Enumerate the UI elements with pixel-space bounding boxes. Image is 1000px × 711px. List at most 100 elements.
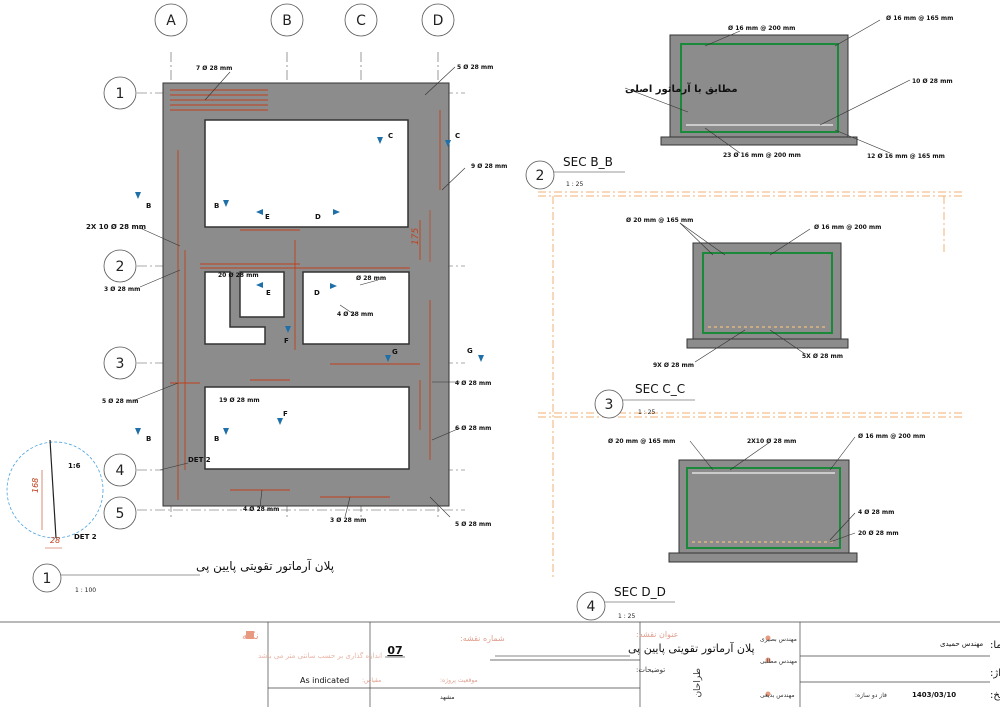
plan-label-inner-20: 20 Ø 28 mm xyxy=(218,272,259,279)
sec-bb-label-1: Ø 16 mm @ 200 mm xyxy=(728,25,795,32)
sec-dd-bubble: 4 xyxy=(587,599,596,615)
plan-label-right-4: 4 Ø 28 mm xyxy=(455,380,491,387)
sec-bb-label-3: 10 Ø 28 mm xyxy=(912,78,953,85)
sec-cc-label-2: Ø 16 mm @ 200 mm xyxy=(814,224,881,231)
sec-bb-scale: 1 : 25 xyxy=(566,181,583,188)
foundation-plan: C C B B E D E D F G G F B B xyxy=(86,64,507,528)
designer1-dot xyxy=(765,635,771,641)
sec-bb-label-5: 12 Ø 16 mm @ 165 mm xyxy=(867,153,945,160)
detail-label: DET 2 xyxy=(74,533,97,541)
detail-dim-v: 168 xyxy=(31,478,40,493)
marker-g1: G xyxy=(392,348,398,356)
plan-label-top-rebar: 7 Ø 28 mm xyxy=(196,65,232,72)
sec-dd-scale: 1 : 25 xyxy=(618,613,635,620)
marker-arrow-b1 xyxy=(135,192,141,199)
sec-dd-label-4: 4 Ø 28 mm xyxy=(858,509,894,516)
designer2: مهندس مطلبی xyxy=(760,658,797,665)
marker-c1: C xyxy=(388,132,393,140)
sec-dd-title: SEC D_D xyxy=(614,585,666,599)
detail-2: 1:6 168 28 DET 2 xyxy=(6,439,104,549)
designers-label: طراحان xyxy=(693,668,703,698)
grid-bubble-2: 2 xyxy=(103,249,137,283)
sec-bb-label-4: 23 Ø 16 mm @ 200 mm xyxy=(723,152,801,159)
grid-label-b: B xyxy=(282,13,292,29)
sec-dd-label-5: 20 Ø 28 mm xyxy=(858,530,899,537)
note-swatch xyxy=(246,631,254,639)
opening-1 xyxy=(204,119,409,228)
plan-det-label: DET 2 xyxy=(188,456,211,464)
marker-e2: E xyxy=(266,289,271,297)
grid-bubble-1: 1 xyxy=(103,76,137,110)
section-cc: Ø 20 mm @ 165 mm Ø 16 mm @ 200 mm 9X Ø 2… xyxy=(594,217,881,419)
marker-c2: C xyxy=(455,132,460,140)
grid-bubble-d: D xyxy=(421,3,455,37)
opening-5 xyxy=(204,386,410,470)
designer2-dot xyxy=(765,657,771,663)
grid-label-1: 1 xyxy=(116,86,125,102)
plan-title: پلان آرماتور تقویتی پایین پی xyxy=(196,558,334,574)
marker-f2: F xyxy=(283,410,288,418)
marker-arrow-c1 xyxy=(377,137,383,144)
sheet-title: پلان آرماتور تقویتی پایین پی xyxy=(628,641,755,655)
area-label: متراژ: xyxy=(990,668,1000,679)
grid-label-4: 4 xyxy=(116,463,125,479)
marker-d1: D xyxy=(315,213,321,221)
sec-dd-label-1: Ø 20 mm @ 165 mm xyxy=(608,438,675,445)
opening-2 xyxy=(204,271,266,345)
marker-arrow-e1 xyxy=(256,209,263,215)
marker-b1: B xyxy=(146,202,151,210)
sec-cc-title: SEC C_C xyxy=(635,382,685,396)
desc-label: توضیحات: xyxy=(636,666,665,674)
marker-arrow-b2 xyxy=(223,200,229,207)
marker-b4: B xyxy=(214,435,219,443)
marker-arrow-d1 xyxy=(333,209,340,215)
marker-arrow-f1 xyxy=(285,326,291,333)
marker-g2: G xyxy=(467,347,473,355)
grid-label-3: 3 xyxy=(116,356,125,372)
client-name: مهندس حمیدی xyxy=(940,640,983,648)
marker-e1: E xyxy=(265,213,270,221)
grid-label-a: A xyxy=(166,13,176,29)
grid-label-d: D xyxy=(433,13,444,29)
plan-rebars xyxy=(170,89,441,500)
plan-label-bot-3: 3 Ø 28 mm xyxy=(330,517,366,524)
plan-label-left-3: 3 Ø 28 mm xyxy=(104,286,140,293)
marker-f1: F xyxy=(284,337,289,345)
title-label: عنوان نقشه: xyxy=(636,630,678,639)
marker-arrow-e2 xyxy=(256,282,263,288)
section-bb: Ø 16 mm @ 200 mm Ø 16 mm @ 165 mm 10 Ø 2… xyxy=(525,15,953,190)
date-value: 1403/03/10 xyxy=(912,691,956,699)
sheet-no: 07 xyxy=(387,644,402,657)
plan-dimension-175: 175 xyxy=(411,228,421,245)
plan-scale: 1 : 100 xyxy=(75,587,96,594)
marker-b3: B xyxy=(146,435,151,443)
marker-arrow-c2 xyxy=(445,140,451,147)
plan-leaders xyxy=(134,66,466,518)
title-block: نکته اندازه گذاری بر حسب سانتی متر می با… xyxy=(0,621,1000,707)
drawing-scale: As indicated xyxy=(300,676,349,685)
client-label: کارفرما: xyxy=(990,640,1000,651)
grid-bubble-4: 4 xyxy=(103,453,137,487)
plan-label-inner-d: Ø 28 mm xyxy=(356,275,386,282)
plan-title-bubble: 1 xyxy=(43,571,52,587)
grid-bubble-a: A xyxy=(154,3,188,37)
location-label: موقعیت پروژه: xyxy=(440,677,478,684)
note-title: نکته xyxy=(242,631,259,642)
section-markers: C C B B E D E D F G G F B B xyxy=(135,132,484,443)
designer1: مهندس بصیری xyxy=(760,636,797,643)
city: مشهد xyxy=(440,694,454,701)
marker-b2: B xyxy=(214,202,219,210)
phase-label: فاز دو سازه: xyxy=(855,692,887,699)
plan-label-left-2x: 2X 10 Ø 28 mm xyxy=(86,223,146,231)
section-dd: Ø 20 mm @ 165 mm 2X10 Ø 28 mm Ø 16 mm @ … xyxy=(576,433,925,621)
sec-bb-title: SEC B_B xyxy=(563,155,613,169)
plan-label-right-mid: 9 Ø 28 mm xyxy=(471,163,507,170)
designer3: مهندس بدیعی xyxy=(760,692,795,699)
plan-title-block: 1 پلان آرماتور تقویتی پایین پی 1 : 100 xyxy=(32,558,334,594)
date-label: تاریخ: xyxy=(990,690,1000,701)
sec-cc-label-3: 9X Ø 28 mm xyxy=(653,362,694,369)
sec-bb-label-2: Ø 16 mm @ 165 mm xyxy=(886,15,953,22)
grid-label-5: 5 xyxy=(116,506,125,522)
